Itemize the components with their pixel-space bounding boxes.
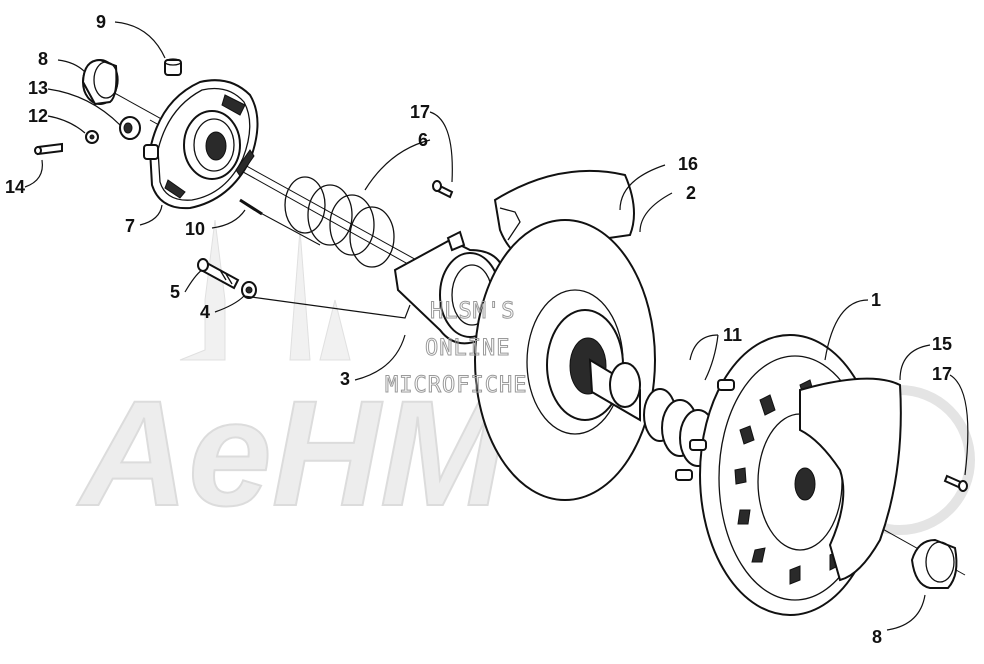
part-bushing-top <box>81 58 119 106</box>
watermark-brand-logo: AeHM <box>75 219 975 538</box>
label-14: 14 <box>5 177 25 197</box>
label-6: 6 <box>418 130 428 150</box>
label-8-top: 8 <box>38 49 48 69</box>
watermark-skyline <box>179 219 351 361</box>
watermark-line-3: MICROFICHE <box>385 373 527 398</box>
label-17-top: 17 <box>410 102 430 122</box>
label-16: 16 <box>678 154 698 174</box>
part-roll-pin-10 <box>239 198 263 216</box>
part-roller-13 <box>119 116 141 140</box>
label-15: 15 <box>932 334 952 354</box>
part-nut-4 <box>241 281 257 299</box>
label-1: 1 <box>871 290 881 310</box>
part-nut-9 <box>164 58 182 76</box>
label-9: 9 <box>96 12 106 32</box>
watermark-line-2: ONLINE <box>425 336 510 361</box>
label-17-right: 17 <box>932 364 952 384</box>
label-3: 3 <box>340 369 350 389</box>
part-sheave-2 <box>474 219 656 501</box>
part-screw-17-top <box>432 180 454 199</box>
part-labels: 9 8 13 12 14 7 10 17 6 16 2 5 4 3 11 1 1… <box>5 12 952 647</box>
part-bolt-5 <box>197 258 240 290</box>
part-bushing-bottom <box>910 538 958 589</box>
watermark-line-1: HLSM'S <box>430 299 515 324</box>
part-screw-17-right <box>943 474 968 492</box>
part-spring-6 <box>284 176 395 268</box>
label-10: 10 <box>185 219 205 239</box>
label-12: 12 <box>28 106 48 126</box>
label-4: 4 <box>200 302 210 322</box>
leader-lines <box>24 21 969 631</box>
label-13: 13 <box>28 78 48 98</box>
part-cam-plate-7 <box>143 79 259 210</box>
watermark-text: HLSM'S ONLINE MICROFICHE <box>385 299 527 399</box>
part-cam-3 <box>393 230 507 345</box>
watermark-brand-text: AeHM <box>76 369 508 537</box>
label-11: 11 <box>723 325 742 345</box>
label-2: 2 <box>686 183 696 203</box>
label-5: 5 <box>170 282 180 302</box>
part-cover-15 <box>799 377 902 582</box>
part-pin-14 <box>34 142 63 156</box>
axis-segment <box>254 209 321 246</box>
part-washer-12 <box>85 130 99 144</box>
label-8-bottom: 8 <box>872 627 882 647</box>
label-7: 7 <box>125 216 135 236</box>
